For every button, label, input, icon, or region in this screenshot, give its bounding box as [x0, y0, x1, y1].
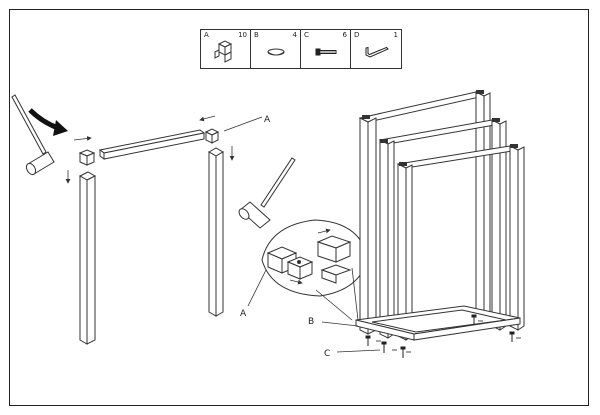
callout-line-top-a — [223, 116, 263, 132]
foot-screws — [365, 314, 515, 358]
parts-table: A 10 B 4 C 6 — [200, 29, 402, 69]
middle-post — [207, 147, 225, 317]
callout-line-b — [321, 321, 359, 327]
part-letter: C — [304, 31, 309, 39]
corner-connector-icon — [214, 40, 233, 63]
part-cell-d: D 1 — [351, 30, 401, 68]
screw-icon — [315, 48, 337, 56]
mallet-middle-icon — [238, 157, 296, 229]
towel-rack-assembly — [355, 91, 525, 341]
callout-top-a: A — [264, 115, 271, 125]
diagram-frame — [9, 9, 589, 406]
part-cell-a: A 10 — [201, 30, 251, 68]
callout-line-c — [336, 349, 381, 353]
part-quantity: 4 — [292, 31, 297, 39]
part-letter: B — [254, 31, 259, 39]
part-quantity: 1 — [393, 31, 398, 39]
callout-line-left-a — [247, 269, 267, 307]
allen-key-icon — [365, 46, 389, 58]
rack-corner-caps — [362, 90, 518, 166]
right-arrow-icon — [73, 136, 92, 141]
mallet-left-icon — [11, 94, 55, 176]
curved-arrow-icon — [28, 108, 68, 136]
top-rail — [98, 129, 206, 160]
part-quantity: 6 — [342, 31, 347, 39]
left-post — [78, 171, 97, 345]
corner-connector-left — [78, 149, 96, 166]
left-arrow-icon — [199, 115, 216, 122]
part-cell-b: B 4 — [251, 30, 301, 68]
screw-arrows — [376, 320, 521, 353]
part-letter: A — [204, 31, 209, 39]
part-quantity: 10 — [238, 31, 247, 39]
foot-cap-icon — [267, 48, 285, 56]
corner-connector-right — [204, 128, 220, 144]
part-letter: D — [354, 31, 360, 39]
callout-c: C — [324, 349, 330, 359]
part-cell-c: C 6 — [301, 30, 351, 68]
callout-left-a: A — [240, 309, 247, 319]
detail-zoom-bubble — [261, 219, 369, 321]
callout-b: B — [308, 317, 314, 327]
